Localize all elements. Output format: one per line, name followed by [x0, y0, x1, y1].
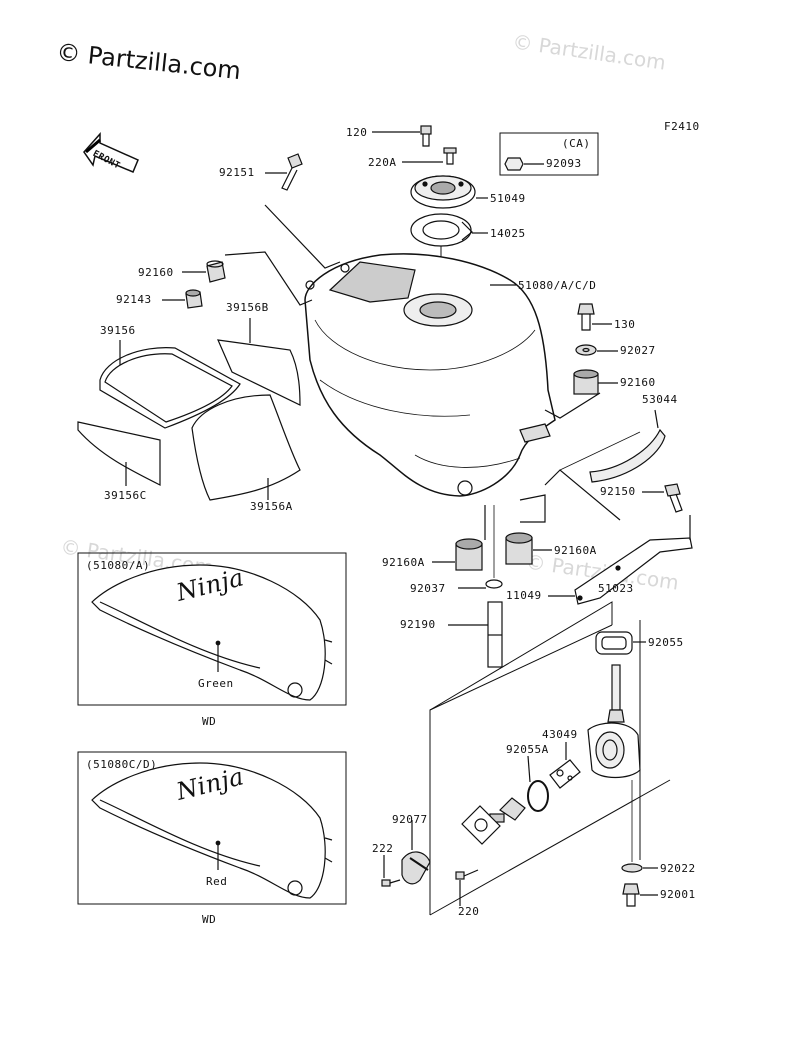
knob-icon: [401, 851, 431, 885]
part-label[interactable]: 92093: [546, 157, 582, 170]
damper-92160a-left-icon: [455, 538, 483, 571]
part-label[interactable]: 51023: [598, 582, 634, 595]
bolt-130-icon: [577, 303, 595, 331]
variant-cd-footer: WD: [202, 913, 217, 926]
part-label[interactable]: 92190: [400, 618, 436, 631]
part-label[interactable]: 92150: [600, 485, 636, 498]
part-label[interactable]: 92160A: [382, 556, 425, 569]
variant-cd-color: Red: [206, 875, 228, 888]
plate-92077-icon: [461, 805, 501, 845]
part-label[interactable]: 92022: [660, 862, 696, 875]
damper-92160a-right-icon: [505, 532, 533, 565]
nut-92093-icon: [504, 157, 524, 171]
bolt-92001-icon: [622, 883, 640, 907]
hose-92190-icon: [487, 601, 503, 668]
washer-92022-icon: [621, 863, 643, 873]
part-label[interactable]: 43049: [542, 728, 578, 741]
ca-box-header: (CA): [562, 137, 591, 150]
fuel-cap-51049-icon: [410, 175, 476, 209]
clip-92037-icon: [485, 579, 503, 589]
part-label[interactable]: 51080/A/C/D: [518, 279, 597, 292]
variant-a-color: Green: [198, 677, 234, 690]
part-label[interactable]: 92160: [620, 376, 656, 389]
bolt-92150-icon: [664, 483, 683, 513]
lever-stem-icon: [489, 797, 526, 823]
fuel-cock-51023-icon: [587, 664, 641, 779]
tank-variant-a-icon: [91, 564, 333, 701]
bolt-92151-icon: [281, 153, 303, 191]
part-label[interactable]: 39156A: [250, 500, 293, 513]
part-label[interactable]: 220A: [368, 156, 397, 169]
part-label[interactable]: 92143: [116, 293, 152, 306]
part-label[interactable]: 92055: [648, 636, 684, 649]
bolt-120-icon: [420, 125, 432, 147]
tank-variant-cd-icon: [91, 762, 333, 899]
pad-39156a-icon: [191, 394, 301, 501]
damper-92143-icon: [185, 289, 203, 309]
fuel-tank-51080-icon: [304, 253, 556, 497]
damper-92160-right-icon: [573, 369, 599, 395]
variant-cd-header: (51080C/D): [86, 758, 158, 771]
part-label[interactable]: 39156C: [104, 489, 147, 502]
gasket-92055-icon: [595, 631, 633, 655]
damper-92160-icon: [206, 260, 226, 283]
o-ring-92055a-icon: [527, 780, 549, 812]
figure-code: F2410: [664, 120, 700, 133]
part-label[interactable]: 92037: [410, 582, 446, 595]
part-label[interactable]: 220: [458, 905, 480, 918]
screw-220a-icon: [443, 147, 457, 165]
part-label[interactable]: 120: [346, 126, 368, 139]
part-label[interactable]: 92160: [138, 266, 174, 279]
rubber-strip-53044-icon: [589, 428, 666, 483]
screw-222-icon: [381, 879, 401, 887]
part-label[interactable]: 92160A: [554, 544, 597, 557]
gasket-14025-icon: [410, 213, 473, 247]
part-label[interactable]: 92151: [219, 166, 255, 179]
part-label[interactable]: 11049: [506, 589, 542, 602]
part-label[interactable]: 130: [614, 318, 636, 331]
variant-a-header: (51080/A): [86, 559, 151, 572]
part-label[interactable]: 51049: [490, 192, 526, 205]
pad-39156c-icon: [77, 421, 161, 486]
part-label[interactable]: 92001: [660, 888, 696, 901]
part-label[interactable]: 39156B: [226, 301, 269, 314]
bracket-11049-icon: [574, 537, 693, 605]
part-label[interactable]: 39156: [100, 324, 136, 337]
pad-39156b-icon: [217, 339, 301, 406]
plate-43049-icon: [549, 759, 581, 789]
screw-220-icon: [455, 869, 479, 880]
front-arrow-icon: [83, 132, 139, 173]
variant-a-footer: WD: [202, 715, 217, 728]
part-label[interactable]: 92027: [620, 344, 656, 357]
washer-92027-icon: [575, 344, 597, 356]
pad-39156-icon: [99, 347, 241, 429]
part-label[interactable]: 92055A: [506, 743, 549, 756]
part-label[interactable]: 92077: [392, 813, 428, 826]
part-label[interactable]: 53044: [642, 393, 678, 406]
part-label[interactable]: 222: [372, 842, 394, 855]
part-label[interactable]: 14025: [490, 227, 526, 240]
